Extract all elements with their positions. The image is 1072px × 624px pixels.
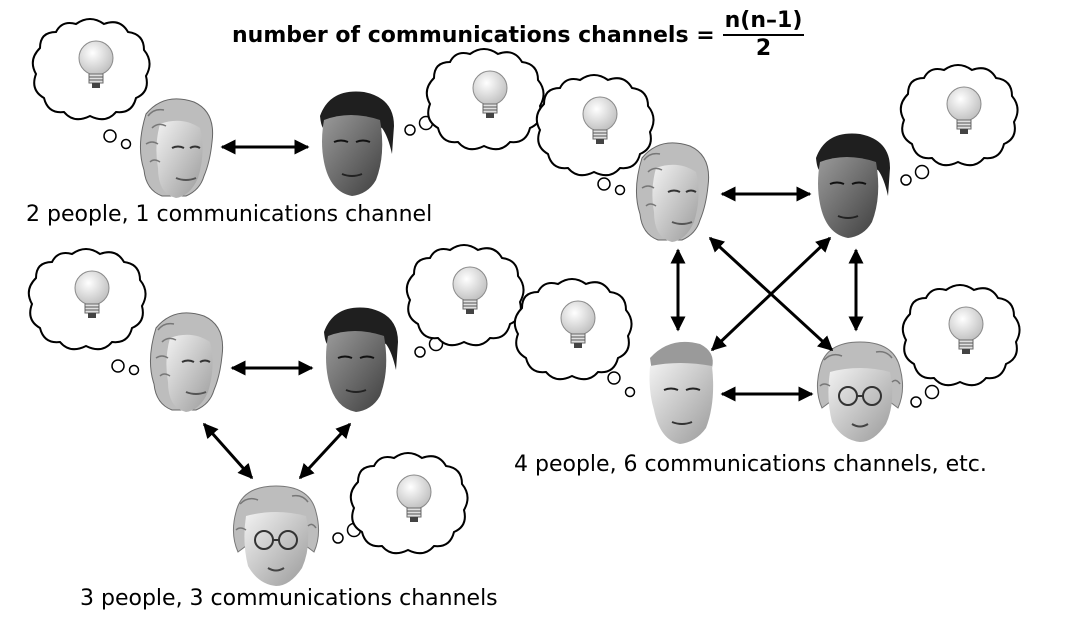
caption-four-people: 4 people, 6 communications channels, etc… — [514, 452, 987, 477]
thought-dot-icon — [404, 124, 416, 136]
thought-cloud-icon — [513, 278, 633, 381]
thought-cloud-icon — [31, 18, 151, 121]
thought-cloud-icon — [27, 248, 147, 351]
formula: number of communications channels = n(n–… — [232, 9, 805, 61]
person-elder-icon — [232, 485, 320, 587]
thought-cloud-icon — [405, 244, 525, 347]
person-man-icon — [319, 90, 395, 197]
thought-dot-icon — [914, 164, 930, 180]
thought-cloud-icon — [349, 452, 469, 555]
channel-arrow — [298, 422, 352, 480]
person-man-icon — [815, 132, 891, 239]
channel-arrow — [202, 422, 254, 480]
group-two-people — [31, 18, 545, 199]
person-man-icon — [648, 340, 715, 445]
thought-dot-icon — [614, 184, 626, 196]
channel-arrow — [710, 236, 832, 352]
formula-denominator: 2 — [755, 36, 772, 61]
thought-cloud-icon — [535, 74, 655, 177]
thought-dot-icon — [624, 386, 636, 398]
thought-cloud-icon — [425, 48, 545, 151]
thought-dot-icon — [332, 532, 344, 544]
thought-dot-icon — [900, 174, 912, 186]
person-woman-icon — [149, 311, 224, 413]
person-elder-icon — [816, 341, 904, 443]
formula-numerator: n(n–1) — [722, 9, 805, 36]
thought-dot-icon — [111, 359, 125, 373]
thought-dot-icon — [924, 384, 940, 400]
group-three-people — [27, 244, 525, 587]
formula-fraction: n(n–1) 2 — [722, 9, 805, 61]
thought-dot-icon — [607, 371, 621, 385]
person-woman-icon — [139, 97, 214, 199]
thought-cloud-icon — [901, 284, 1021, 387]
person-woman-icon — [635, 141, 710, 243]
person-man-icon — [323, 306, 399, 413]
caption-two-people: 2 people, 1 communications channel — [26, 202, 433, 227]
group-four-people — [513, 64, 1021, 445]
thought-dot-icon — [597, 177, 611, 191]
thought-cloud-icon — [899, 64, 1019, 167]
thought-dot-icon — [414, 346, 426, 358]
thought-dot-icon — [128, 364, 140, 376]
formula-label: number of communications channels = — [232, 22, 715, 48]
thought-dot-icon — [910, 396, 922, 408]
caption-three-people: 3 people, 3 communications channels — [80, 586, 498, 611]
thought-dot-icon — [103, 129, 117, 143]
thought-dot-icon — [120, 138, 132, 150]
